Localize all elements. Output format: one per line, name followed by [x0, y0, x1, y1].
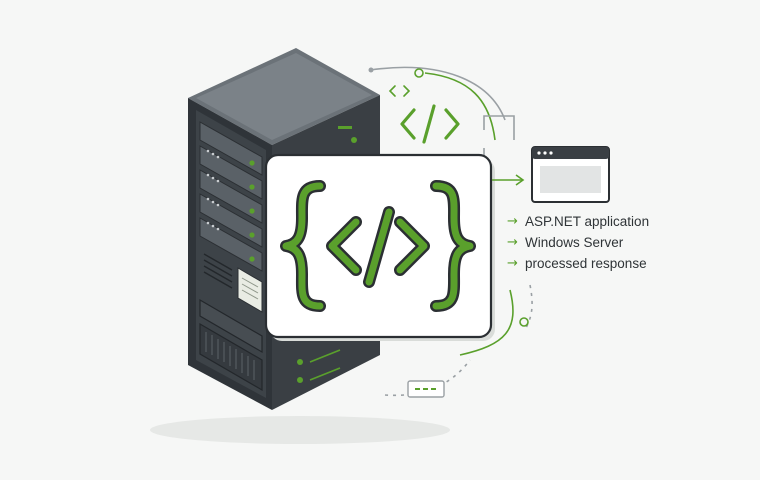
arrow-right-icon: → [507, 256, 518, 272]
frame-outline-icon [483, 115, 515, 160]
lower-slots [199, 298, 263, 392]
node-dot-top [368, 67, 374, 73]
connector-bottom-arc [384, 359, 471, 397]
code-tag-icon [400, 104, 460, 144]
legend-item-response: → processed response [507, 257, 647, 271]
code-tag-small-icon [388, 85, 411, 97]
drive-dots [206, 149, 220, 231]
arrow-right-icon: → [507, 214, 518, 230]
connector-top-green [424, 72, 496, 141]
browser-window-icon [531, 146, 610, 203]
connector-right-arc [459, 289, 514, 356]
legend-label: processed response [525, 256, 647, 271]
legend-item-windows-server: → Windows Server [507, 236, 623, 250]
status-bar-icon [407, 380, 445, 398]
vent-grille [203, 253, 233, 289]
floor-shadow [150, 416, 450, 444]
lower-vent [205, 332, 255, 380]
code-card [264, 153, 495, 341]
connector-lines [369, 66, 533, 397]
arrow-to-browser [492, 174, 525, 186]
node-dot-top-ring [414, 68, 424, 78]
legend-label: Windows Server [525, 235, 624, 250]
server-side-leds [297, 126, 357, 383]
drive-bays [199, 121, 263, 272]
legend-item-aspnet: → ASP.NET application [507, 215, 649, 229]
drive-leds [249, 160, 255, 262]
connector-top-arc [369, 66, 506, 121]
node-dot-right-ring [519, 317, 529, 327]
arrow-right-icon: → [507, 235, 518, 251]
legend-label: ASP.NET application [525, 214, 650, 229]
